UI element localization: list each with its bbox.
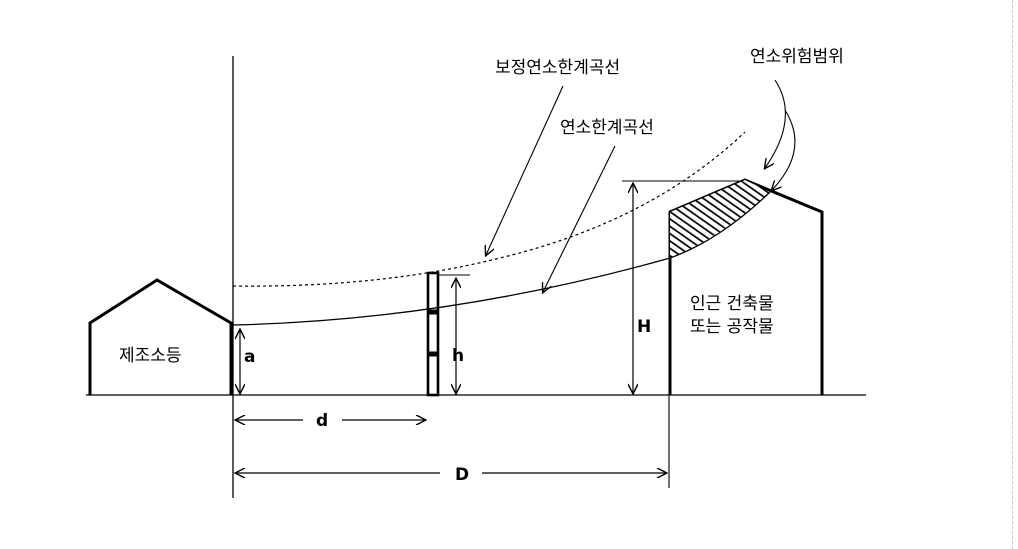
danger-range-label: 연소위험범위 [750,47,844,67]
danger-leader-2 [772,109,796,190]
source-building [88,278,233,395]
fence-wall [426,271,440,397]
source-building-label: 제조소등 [119,346,182,366]
corrected-curve-label: 보정연소한계곡선 [495,58,620,78]
nearby-building-label-line1: 인근 건축물 [690,294,774,314]
curve-leader [543,145,616,292]
page-edge-border [1012,0,1013,549]
corrected-fire-limit-curve [232,131,746,287]
curve-label: 연소한계곡선 [560,118,654,138]
nearby-building-label-line2: 또는 공작물 [690,317,774,337]
corrected-curve-leader [486,85,564,255]
fire-limit-curve [232,191,771,326]
symbol-d: d [316,411,328,431]
symbol-H: H [637,317,651,337]
danger-leader-1 [765,79,786,168]
symbol-a: a [244,347,255,367]
symbol-D: D [455,465,469,485]
symbol-h: h [452,346,464,366]
